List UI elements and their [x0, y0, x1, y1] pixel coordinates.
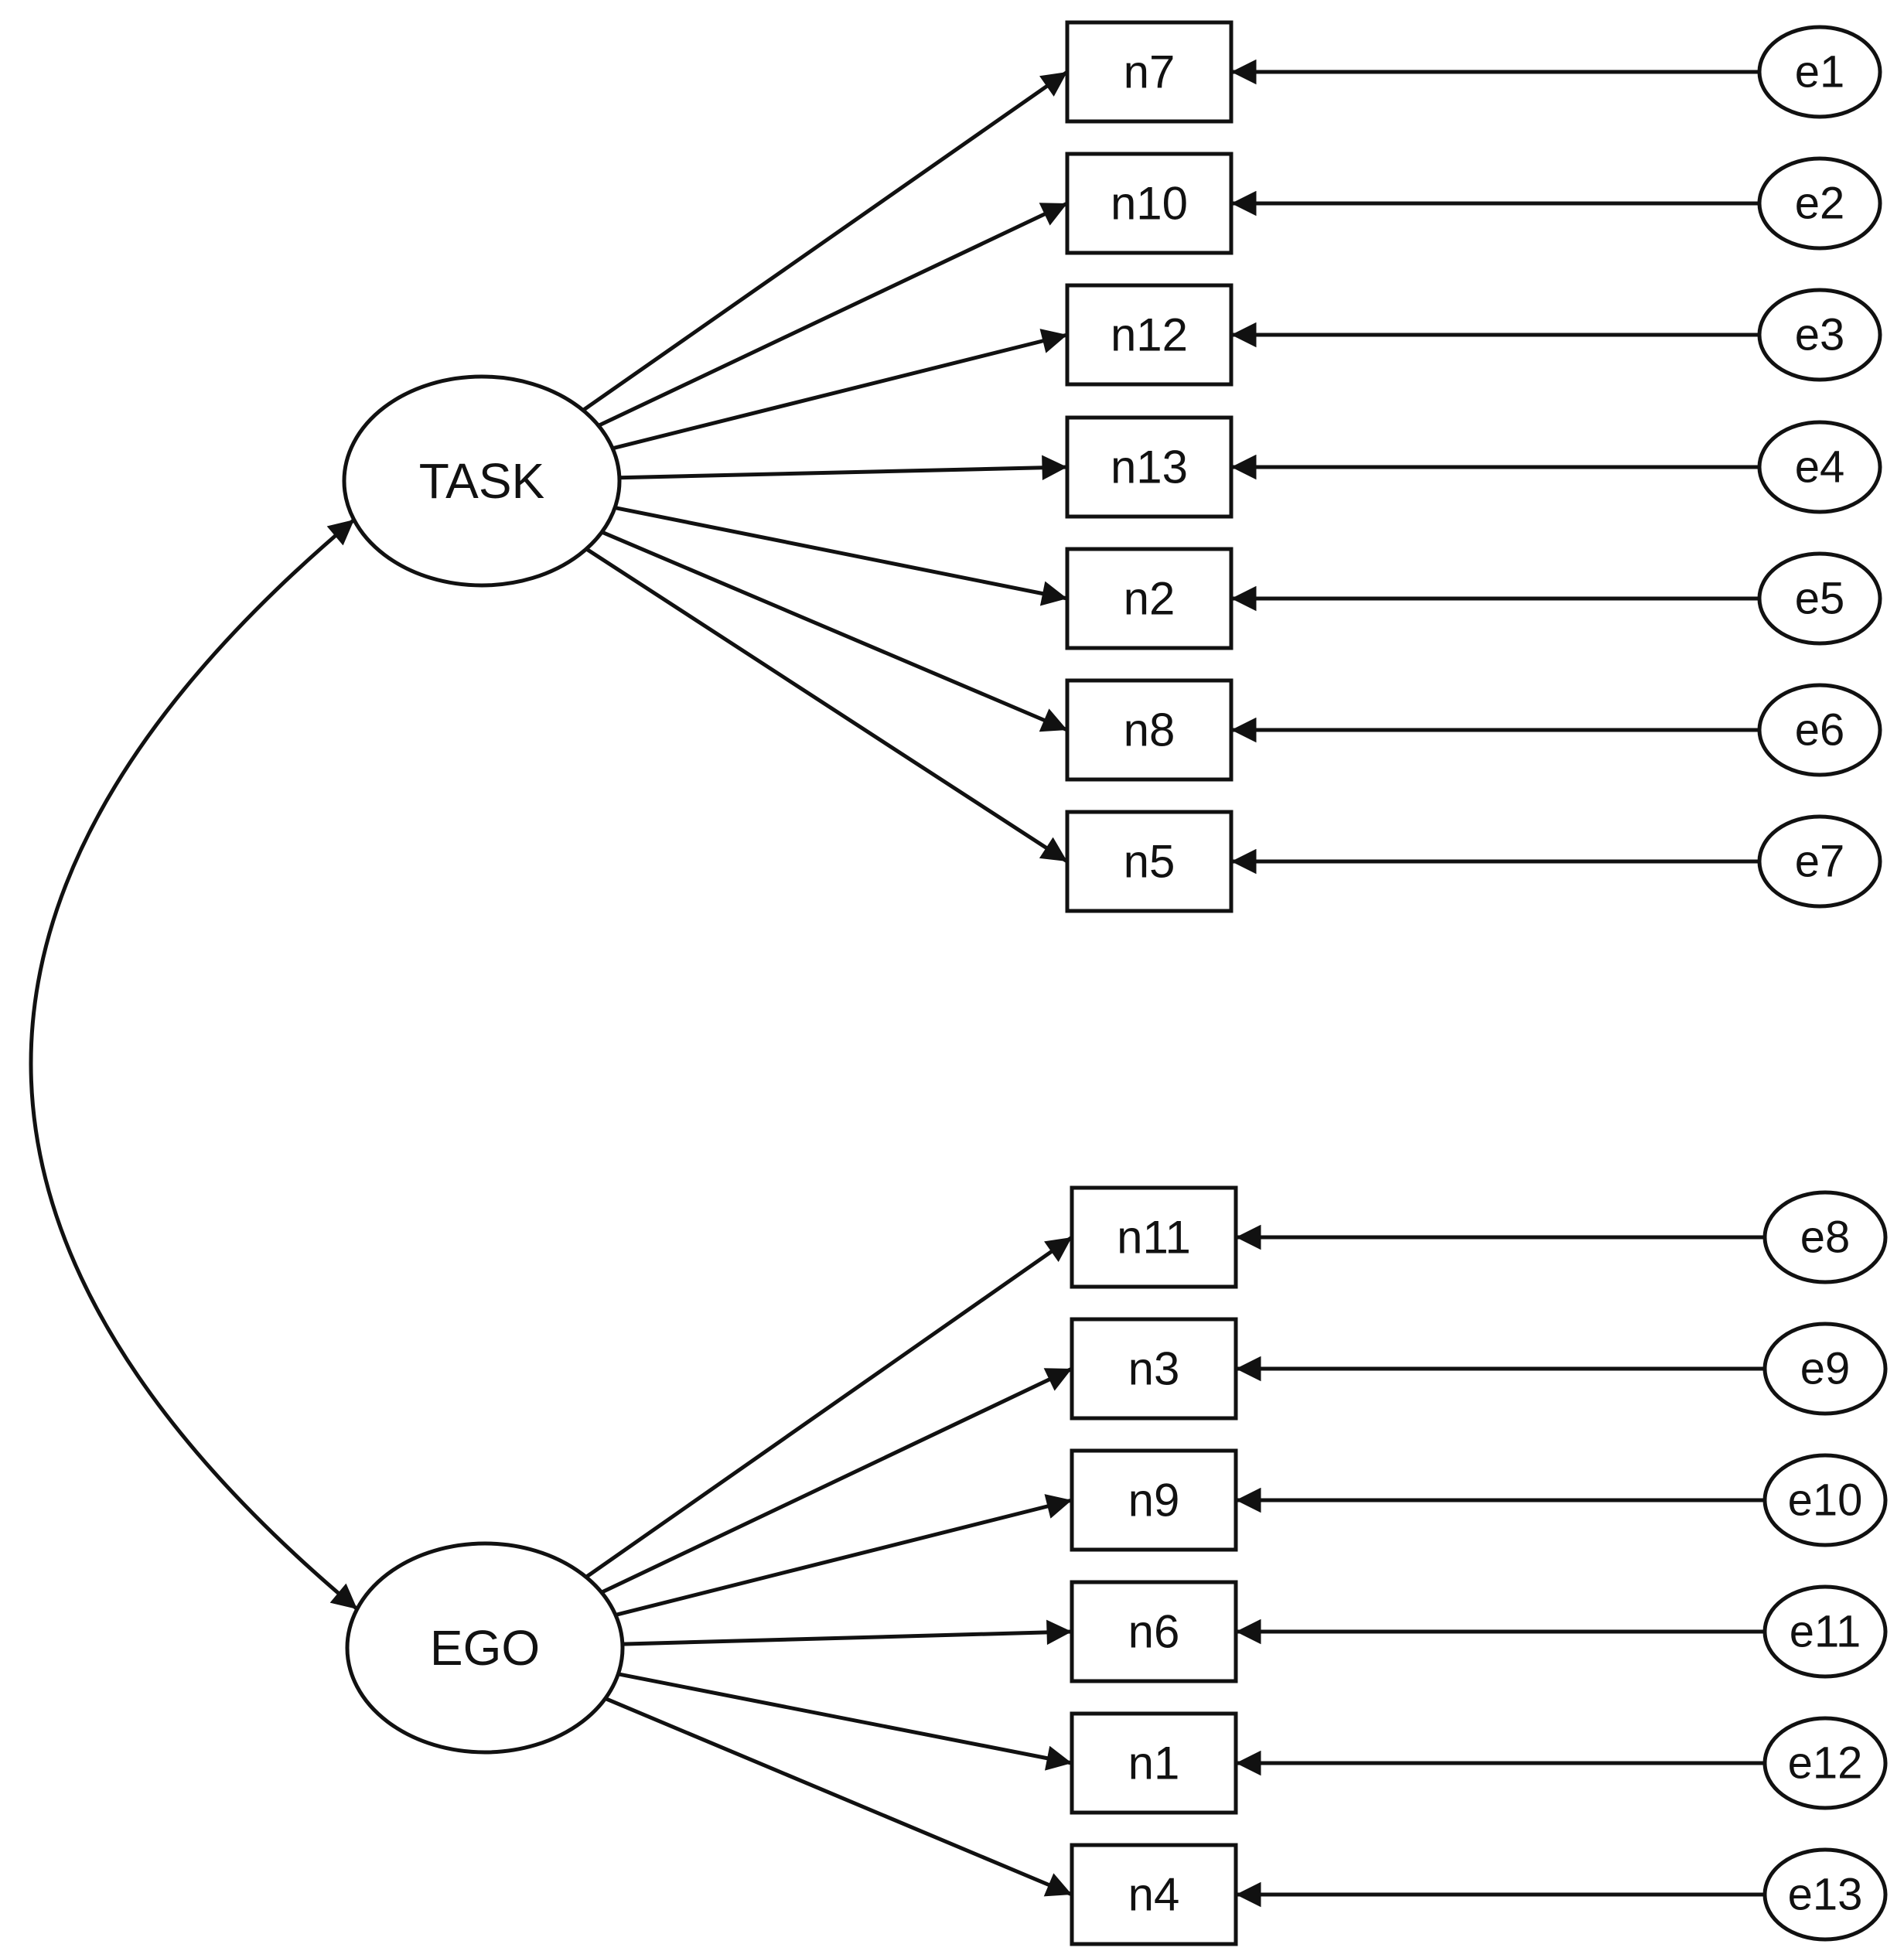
- error-term-e4: e4: [1757, 420, 1882, 514]
- indicator-label: n3: [1128, 1343, 1180, 1395]
- error-label: e6: [1795, 705, 1845, 756]
- latent-label: TASK: [419, 453, 544, 509]
- error-oval: [1762, 1584, 1888, 1679]
- indicator-label: n8: [1124, 704, 1175, 756]
- error-term-e10: e10: [1762, 1453, 1888, 1547]
- error-oval: [1757, 25, 1882, 119]
- indicator-label: n11: [1117, 1212, 1191, 1264]
- indicator-box: [1065, 20, 1234, 124]
- error-label: e12: [1788, 1738, 1863, 1789]
- error-term-e7: e7: [1757, 814, 1882, 909]
- error-label: e11: [1790, 1607, 1861, 1657]
- indicator-box: [1065, 547, 1234, 650]
- indicator-box: [1070, 1448, 1238, 1552]
- error-oval: [1757, 814, 1882, 909]
- indicator-box: [1065, 283, 1234, 387]
- indicator-n8: n8: [1065, 678, 1234, 782]
- indicator-label: n10: [1111, 178, 1188, 230]
- loading-arrow-n13: [619, 455, 1068, 481]
- latent-factor-ego: EGO: [345, 1541, 625, 1755]
- error-oval: [1757, 156, 1882, 251]
- indicator-label: n7: [1124, 46, 1175, 98]
- error-label: e10: [1788, 1475, 1863, 1526]
- indicator-n12: n12: [1065, 283, 1234, 387]
- indicator-n5: n5: [1065, 810, 1234, 913]
- error-term-e12: e12: [1762, 1716, 1888, 1810]
- indicator-box: [1070, 1185, 1238, 1289]
- loading-arrow-n9: [615, 1494, 1073, 1617]
- indicator-n10: n10: [1065, 152, 1234, 255]
- error-oval: [1757, 683, 1882, 777]
- error-term-e2: e2: [1757, 156, 1882, 251]
- indicator-n11: n11: [1070, 1185, 1238, 1289]
- latent-label: EGO: [430, 1620, 540, 1676]
- error-term-e8: e8: [1762, 1190, 1888, 1284]
- indicator-box: [1065, 810, 1234, 913]
- error-oval: [1757, 288, 1882, 382]
- indicator-label: n5: [1124, 836, 1175, 888]
- indicator-n9: n9: [1070, 1448, 1238, 1552]
- indicator-label: n1: [1128, 1738, 1180, 1789]
- indicator-box: [1065, 152, 1234, 255]
- error-oval: [1762, 1847, 1888, 1942]
- error-label: e1: [1795, 47, 1845, 97]
- error-label: e3: [1795, 310, 1845, 360]
- indicator-box: [1070, 1711, 1238, 1815]
- error-term-e13: e13: [1762, 1847, 1888, 1942]
- loading-arrow-n8: [601, 530, 1068, 732]
- loading-arrow-n2: [614, 506, 1068, 606]
- indicator-n13: n13: [1065, 415, 1234, 519]
- error-label: e8: [1800, 1213, 1851, 1263]
- error-label: e13: [1788, 1870, 1863, 1920]
- loading-arrow-n5: [585, 547, 1069, 864]
- indicator-box: [1070, 1580, 1238, 1683]
- indicator-n6: n6: [1070, 1580, 1238, 1683]
- covariance-arrow: [29, 518, 359, 1611]
- indicator-label: n9: [1128, 1475, 1180, 1526]
- error-oval: [1757, 551, 1882, 646]
- error-label: e2: [1795, 179, 1845, 229]
- error-label: e9: [1800, 1344, 1851, 1394]
- error-oval: [1757, 420, 1882, 514]
- loading-arrow-n4: [604, 1697, 1073, 1897]
- latent-oval: [342, 374, 622, 588]
- error-label: e4: [1795, 442, 1845, 493]
- error-term-e3: e3: [1757, 288, 1882, 382]
- error-oval: [1762, 1453, 1888, 1547]
- indicator-box: [1065, 415, 1234, 519]
- loading-arrow-n6: [622, 1619, 1073, 1646]
- error-term-e11: e11: [1762, 1584, 1888, 1679]
- indicator-n1: n1: [1070, 1711, 1238, 1815]
- error-term-e1: e1: [1757, 25, 1882, 119]
- error-term-e5: e5: [1757, 551, 1882, 646]
- latent-factor-task: TASK: [342, 374, 622, 588]
- indicator-n4: n4: [1070, 1843, 1238, 1946]
- indicator-label: n2: [1124, 573, 1175, 625]
- indicator-n3: n3: [1070, 1317, 1238, 1421]
- error-oval: [1762, 1322, 1888, 1416]
- loading-arrow-n12: [612, 329, 1068, 451]
- error-term-e9: e9: [1762, 1322, 1888, 1416]
- indicator-box: [1070, 1317, 1238, 1421]
- loading-arrow-n10: [597, 201, 1069, 428]
- indicator-n7: n7: [1065, 20, 1234, 124]
- indicator-box: [1070, 1843, 1238, 1946]
- indicator-label: n12: [1111, 309, 1188, 361]
- error-oval: [1762, 1716, 1888, 1810]
- error-term-e6: e6: [1757, 683, 1882, 777]
- loading-arrow-n3: [600, 1366, 1073, 1595]
- loading-arrow-n11: [585, 1235, 1073, 1579]
- indicator-label: n4: [1128, 1869, 1180, 1921]
- loading-arrow-n1: [617, 1672, 1073, 1771]
- error-oval: [1762, 1190, 1888, 1284]
- indicator-label: n6: [1128, 1606, 1180, 1658]
- indicator-label: n13: [1111, 442, 1188, 493]
- loading-arrow-n7: [582, 70, 1069, 412]
- indicator-box: [1065, 678, 1234, 782]
- error-label: e7: [1795, 837, 1845, 887]
- error-label: e5: [1795, 574, 1845, 624]
- latent-oval: [345, 1541, 625, 1755]
- indicator-n2: n2: [1065, 547, 1234, 650]
